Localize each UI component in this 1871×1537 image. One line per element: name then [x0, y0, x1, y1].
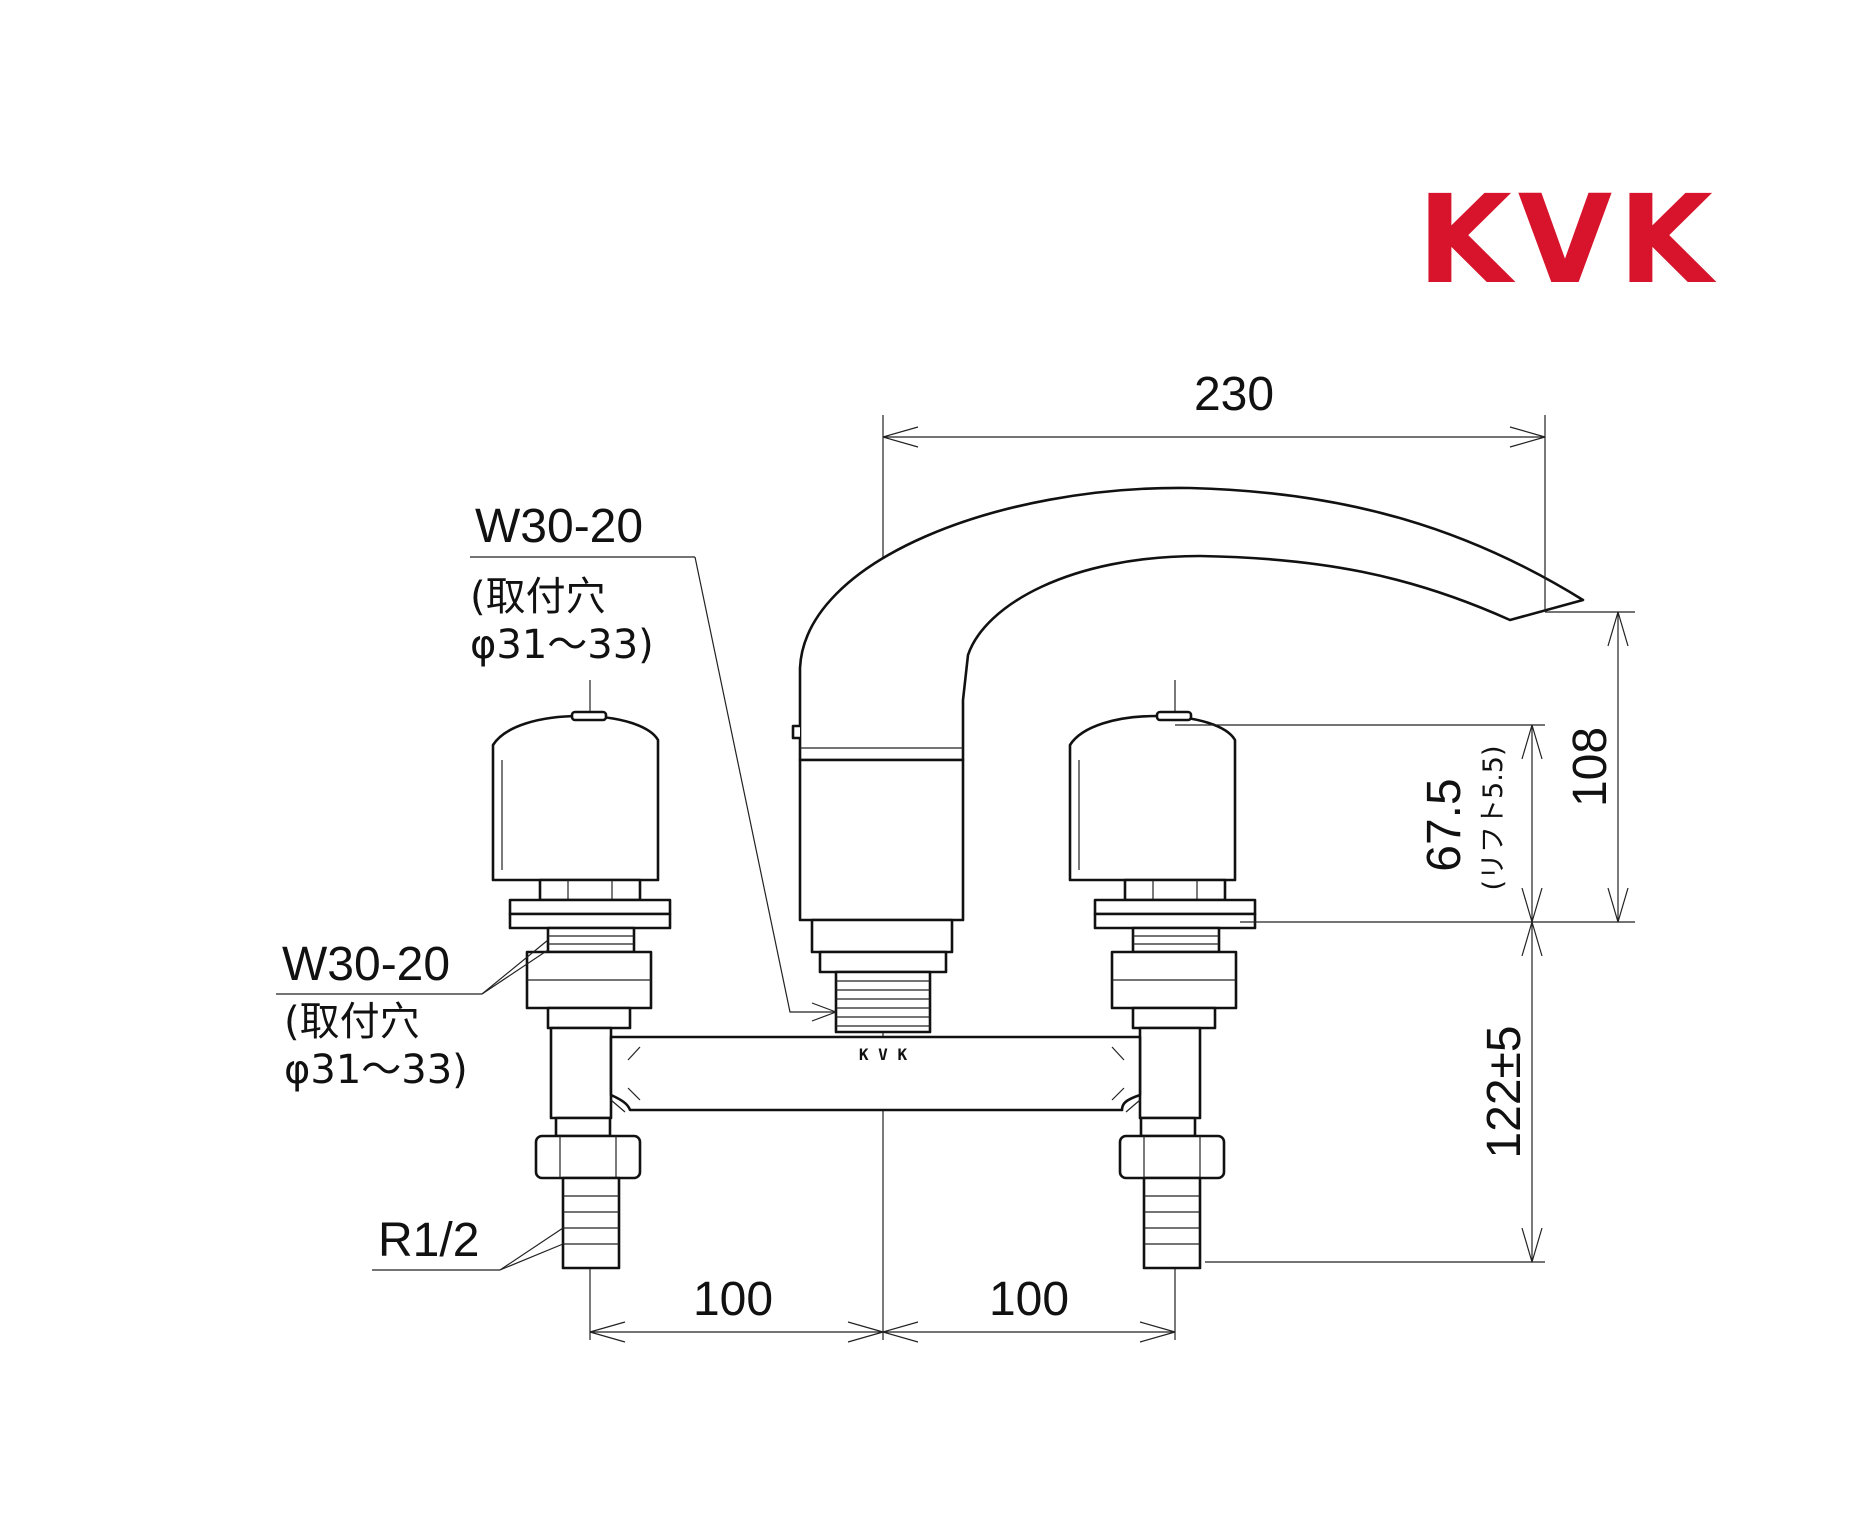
- center-hole-line2: φ31～33): [470, 622, 654, 668]
- right-thread: [1131, 926, 1221, 954]
- right-neck: [1131, 1006, 1217, 1030]
- right-handle: [1068, 714, 1237, 882]
- dim-122-label: 122±5: [1478, 1025, 1531, 1158]
- right-washer: [1093, 898, 1257, 916]
- dim-230-label: 230: [1194, 368, 1274, 421]
- left-neck: [546, 1006, 632, 1030]
- center-hole-line1: (取付穴: [470, 574, 606, 620]
- right-inlet: [1142, 1176, 1202, 1270]
- callout-inlet-thread: R1/2: [372, 1214, 564, 1271]
- left-thread-label: W30-20: [282, 938, 450, 991]
- left-washer: [508, 898, 672, 916]
- center-thread-leader: [694, 556, 836, 1013]
- spout-locknut: [818, 950, 948, 974]
- cross-pipe: [609, 1035, 1142, 1112]
- left-riser: [549, 1026, 613, 1120]
- left-thread-leader-1: [481, 939, 549, 995]
- spout-column: [798, 758, 965, 922]
- left-union-nut: [534, 1134, 642, 1180]
- inlet-thread-leader-1: [499, 1227, 564, 1271]
- dim-67-5: 67.5 (リフト5.5): [1175, 724, 1635, 923]
- left-handle-cap: [570, 710, 608, 722]
- right-union-nut: [1118, 1134, 1226, 1180]
- dim-122: 122±5: [1205, 921, 1545, 1263]
- left-bonnet-nut: [538, 878, 642, 902]
- center-thread-label: W30-20: [475, 500, 643, 553]
- spout-thread: [834, 970, 932, 1034]
- left-thread: [546, 926, 636, 954]
- spout-side-tab: [791, 724, 800, 740]
- right-bonnet-nut: [1123, 878, 1227, 902]
- left-inlet: [561, 1176, 621, 1270]
- left-riser-lower: [554, 1116, 612, 1138]
- spout-body: [798, 486, 1585, 762]
- callout-left-thread: W30-20 (取付穴 φ31～33): [276, 938, 549, 1093]
- spout-base-collar: [810, 918, 954, 954]
- left-inlet-pipe: [561, 1176, 621, 1270]
- spout-thread-body: [834, 970, 932, 1034]
- dim-100-pair: 100 100: [589, 1273, 1176, 1343]
- body-kvk-mark: K V K: [859, 1045, 908, 1064]
- right-valve: [1068, 710, 1257, 1270]
- left-plate: [508, 912, 672, 930]
- dim-108-label: 108: [1564, 727, 1617, 807]
- dim-108: 108: [1545, 611, 1635, 923]
- right-riser: [1138, 1026, 1202, 1120]
- kvk-logo: KVK: [1416, 168, 1719, 313]
- dim-100-left-label: 100: [693, 1273, 773, 1326]
- left-hole-line2: φ31～33): [284, 1047, 468, 1093]
- left-valve: [491, 710, 672, 1270]
- callout-center-thread: W30-20 (取付穴 φ31～33): [470, 500, 837, 1022]
- dim-67-5-label: 67.5: [1418, 778, 1471, 871]
- left-thread-leader-2: [481, 949, 549, 995]
- inlet-thread-leader-2: [499, 1243, 564, 1271]
- cross-body: K V K: [609, 1035, 1142, 1112]
- left-hole-line1: (取付穴: [284, 999, 420, 1045]
- dim-100-right-label: 100: [989, 1273, 1069, 1326]
- spout: [791, 486, 1585, 1034]
- inlet-thread-label: R1/2: [378, 1214, 479, 1267]
- right-handle-cap: [1155, 710, 1193, 722]
- right-inlet-pipe: [1142, 1176, 1202, 1270]
- dim-230: 230: [882, 368, 1546, 612]
- left-handle: [491, 714, 660, 882]
- right-riser-lower: [1139, 1116, 1197, 1138]
- right-plate: [1093, 912, 1257, 930]
- kvk-logo-text: KVK: [1417, 169, 1719, 311]
- lift-note: (リフト5.5): [1478, 745, 1509, 890]
